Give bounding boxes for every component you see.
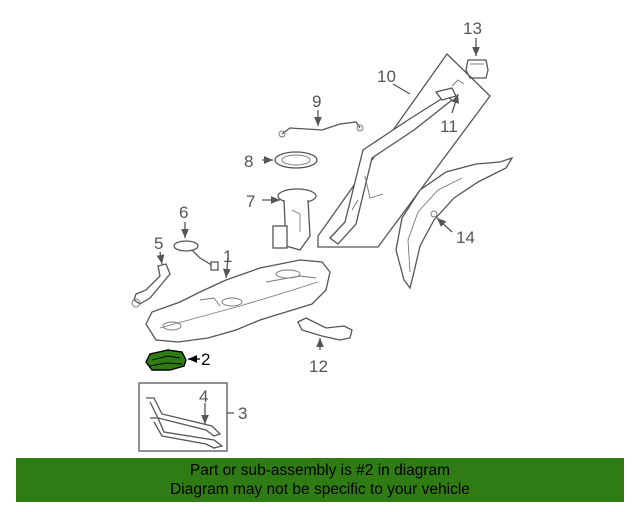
- callout-8: 8: [244, 152, 253, 171]
- part-2-protector-highlighted[interactable]: [145, 349, 187, 371]
- callout-7: 7: [246, 192, 255, 211]
- part-14-heat-shield[interactable]: [395, 156, 514, 290]
- callout-10: 10: [377, 67, 396, 86]
- part-1-fuel-tank[interactable]: [145, 259, 331, 343]
- callout-13: 13: [463, 19, 482, 38]
- parts-diagram: 13 10 11 14 9 8 7: [131, 19, 514, 452]
- info-banner: Part or sub-assembly is #2 in diagram Di…: [16, 458, 624, 502]
- callout-9: 9: [312, 92, 321, 111]
- banner-line-1: Part or sub-assembly is #2 in diagram: [189, 462, 451, 479]
- part-7-fuel-pump[interactable]: [272, 188, 317, 251]
- callout-11: 11: [440, 117, 458, 136]
- callout-1: 1: [223, 247, 232, 266]
- callout-6: 6: [179, 203, 188, 222]
- callout-4: 4: [199, 387, 208, 406]
- callout-3: 3: [238, 404, 247, 423]
- callout-14: 14: [456, 228, 475, 247]
- part-3-straps-box[interactable]: [138, 382, 228, 452]
- part-9-hose[interactable]: [278, 121, 364, 138]
- banner-line-2: Diagram may not be specific to your vehi…: [170, 481, 470, 498]
- callout-12: 12: [309, 357, 328, 376]
- part-13-fuel-cap[interactable]: [465, 59, 489, 79]
- part-6-fuel-sender[interactable]: [173, 240, 219, 271]
- part-5-vent-tube[interactable]: [131, 263, 171, 308]
- part-8-retainer-ring[interactable]: [274, 151, 318, 169]
- callout-5: 5: [154, 234, 163, 253]
- part-12-hose[interactable]: [297, 317, 353, 341]
- callout-2: 2: [201, 350, 210, 369]
